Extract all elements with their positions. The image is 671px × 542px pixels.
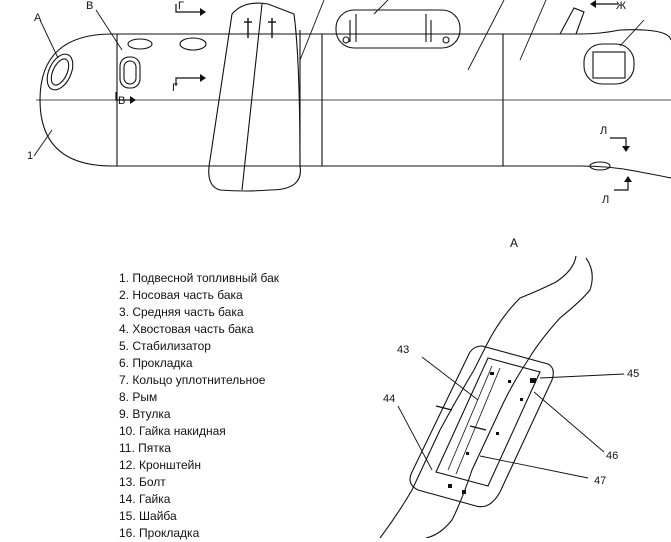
label-a: А — [34, 12, 42, 24]
section-arrows — [115, 3, 629, 191]
top-port — [127, 38, 153, 50]
parts-legend: 1. Подвесной топливный бак 2. Носовая ча… — [119, 270, 279, 542]
detail-skin — [379, 255, 593, 538]
detail-insert-inner — [435, 357, 541, 487]
legend-item: 4. Хвостовая часть бака — [119, 322, 254, 336]
detail-leaders — [397, 356, 625, 479]
callout-43: 43 — [397, 344, 410, 356]
legend-item: 1. Подвесной топливный бак — [119, 271, 280, 285]
label-l-lower: Л — [602, 194, 610, 206]
detail-insert — [409, 345, 554, 508]
access-panel — [335, 9, 461, 49]
legend-item: 7. Кольцо уплотнительное — [119, 373, 266, 387]
callout-46: 46 — [606, 450, 619, 462]
stabilizer-fin — [208, 2, 301, 192]
legend-item: 9. Втулка — [119, 407, 171, 421]
tail-window — [583, 43, 635, 85]
label-b: В — [86, 0, 94, 12]
label-l-upper: Л — [600, 125, 608, 137]
label-g-top: Г — [178, 0, 184, 12]
label-1: 1 — [27, 150, 34, 162]
legend-item: 2. Носовая часть бака — [119, 288, 243, 302]
side-hatch — [119, 56, 141, 89]
nose-hatch — [46, 53, 74, 91]
leader-lines — [33, 0, 645, 157]
arrowheads — [130, 0, 632, 182]
callout-45: 45 — [627, 368, 640, 380]
tail-fin — [559, 7, 585, 35]
legend-item: 5. Стабилизатор — [119, 339, 211, 353]
legend-item: 3. Средняя часть бака — [119, 305, 244, 319]
label-zh: Ж — [616, 0, 627, 12]
filler-neck — [179, 37, 207, 51]
legend-item: 11. Пятка — [119, 441, 171, 455]
legend-item: 13. Болт — [119, 475, 166, 489]
legend-item: 6. Прокладка — [119, 356, 193, 370]
tank-outline — [39, 29, 671, 179]
legend-item: 10. Гайка накидная — [119, 424, 226, 438]
fin-bolts — [244, 18, 276, 38]
detail-a — [379, 255, 625, 538]
callout-44: 44 — [383, 393, 396, 405]
detail-marks — [448, 372, 536, 494]
detail-title: А — [510, 236, 519, 250]
legend-item: 12. Кронштейн — [119, 458, 201, 472]
tank-body — [36, 29, 671, 179]
label-v-arrow: В — [118, 95, 126, 107]
label-g-arrow: Г — [172, 82, 178, 94]
fin-line — [241, 3, 263, 191]
legend-item: 8. Рым — [119, 390, 158, 404]
legend-item: 16. Прокладка — [119, 526, 200, 540]
legend-item: 15. Шайба — [119, 509, 177, 523]
drain-port — [589, 161, 611, 171]
legend-item: 14. Гайка — [119, 492, 171, 506]
callout-47: 47 — [594, 475, 607, 487]
